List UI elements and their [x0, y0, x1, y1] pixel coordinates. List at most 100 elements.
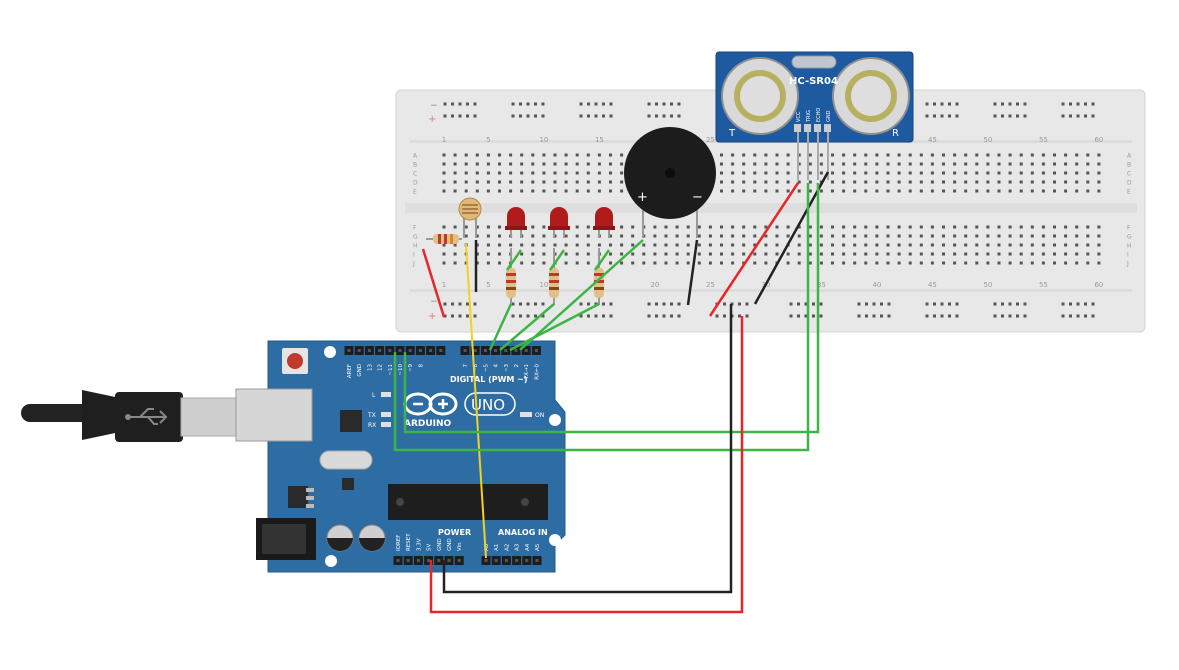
rail-hole[interactable] [670, 102, 673, 106]
rail-hole[interactable] [541, 102, 545, 106]
breadboard-hole[interactable] [509, 189, 513, 193]
rail-hole[interactable] [647, 102, 651, 106]
breadboard-hole[interactable] [1086, 243, 1090, 247]
rail-hole[interactable] [925, 102, 929, 106]
breadboard-hole[interactable] [930, 189, 934, 193]
rail-hole[interactable] [857, 302, 861, 306]
rail-hole[interactable] [587, 302, 590, 306]
breadboard-hole[interactable] [697, 252, 701, 256]
rail-hole[interactable] [812, 314, 815, 318]
breadboard-hole[interactable] [498, 162, 501, 166]
breadboard-hole[interactable] [531, 225, 535, 229]
breadboard-hole[interactable] [831, 252, 834, 256]
wire-yellow-a0[interactable] [465, 243, 487, 559]
rail-hole[interactable] [1076, 102, 1080, 106]
breadboard-hole[interactable] [1041, 252, 1045, 256]
breadboard-hole[interactable] [586, 180, 590, 184]
rail-hole[interactable] [1084, 102, 1087, 106]
breadboard-hole[interactable] [453, 225, 457, 229]
breadboard-hole[interactable] [1019, 162, 1023, 166]
rail-hole[interactable] [594, 102, 598, 106]
breadboard-hole[interactable] [509, 243, 513, 247]
breadboard-hole[interactable] [609, 234, 612, 238]
breadboard-hole[interactable] [664, 252, 668, 256]
breadboard-hole[interactable] [620, 243, 624, 247]
rail-hole[interactable] [526, 114, 530, 118]
rail-hole[interactable] [534, 314, 537, 318]
rail-hole[interactable] [466, 114, 469, 118]
rail-hole[interactable] [1091, 302, 1095, 306]
breadboard-hole[interactable] [986, 261, 990, 265]
breadboard-hole[interactable] [986, 252, 990, 256]
breadboard-hole[interactable] [542, 189, 546, 193]
rail-hole[interactable] [526, 314, 530, 318]
breadboard-hole[interactable] [797, 180, 801, 184]
breadboard-hole[interactable] [1041, 261, 1045, 265]
breadboard-hole[interactable] [464, 261, 468, 265]
breadboard-hole[interactable] [575, 162, 579, 166]
breadboard-hole[interactable] [875, 225, 879, 229]
breadboard-hole[interactable] [486, 252, 490, 256]
breadboard-hole[interactable] [842, 180, 846, 184]
ldr-resistor[interactable] [426, 234, 462, 244]
led-3[interactable] [593, 207, 615, 238]
breadboard-hole[interactable] [542, 153, 546, 157]
rail-hole[interactable] [993, 114, 997, 118]
rail-hole[interactable] [993, 302, 997, 306]
breadboard-hole[interactable] [897, 180, 901, 184]
breadboard-hole[interactable] [620, 162, 624, 166]
wire-green-echo[interactable] [403, 183, 820, 434]
usb-cable[interactable] [21, 390, 240, 442]
breadboard-hole[interactable] [486, 225, 490, 229]
breadboard-hole[interactable] [553, 171, 557, 175]
rail-hole[interactable] [955, 314, 959, 318]
breadboard-hole[interactable] [808, 252, 812, 256]
breadboard-hole[interactable] [475, 243, 479, 247]
breadboard-hole[interactable] [1053, 252, 1056, 256]
wire-green-led3[interactable] [509, 302, 600, 352]
breadboard-hole[interactable] [531, 189, 535, 193]
breadboard-hole[interactable] [853, 261, 857, 265]
breadboard-hole[interactable] [764, 162, 768, 166]
breadboard-hole[interactable] [953, 171, 957, 175]
breadboard-hole[interactable] [1075, 180, 1079, 184]
breadboard-hole[interactable] [675, 261, 679, 265]
hc-sr04-sensor[interactable]: HC-SR04 T R VCC TRIG ECHO GND [715, 51, 914, 180]
breadboard-hole[interactable] [875, 234, 879, 238]
breadboard-hole[interactable] [1086, 171, 1090, 175]
breadboard-hole[interactable] [753, 153, 757, 157]
breadboard-hole[interactable] [831, 171, 834, 175]
breadboard-hole[interactable] [1053, 234, 1056, 238]
breadboard-hole[interactable] [864, 243, 868, 247]
breadboard-hole[interactable] [442, 171, 446, 175]
breadboard-hole[interactable] [953, 243, 957, 247]
breadboard-hole[interactable] [564, 171, 568, 175]
breadboard-hole[interactable] [775, 189, 779, 193]
breadboard-hole[interactable] [475, 252, 479, 256]
rail-hole[interactable] [1061, 102, 1065, 106]
breadboard-hole[interactable] [1064, 252, 1068, 256]
breadboard-hole[interactable] [853, 180, 857, 184]
rail-hole[interactable] [443, 302, 447, 306]
rail-hole[interactable] [579, 102, 583, 106]
breadboard-hole[interactable] [1030, 180, 1034, 184]
rail-hole[interactable] [948, 114, 951, 118]
breadboard-hole[interactable] [831, 225, 834, 229]
breadboard-hole[interactable] [531, 252, 535, 256]
breadboard-hole[interactable] [620, 225, 624, 229]
rail-hole[interactable] [1001, 302, 1004, 306]
breadboard-hole[interactable] [475, 162, 479, 166]
rail-hole[interactable] [872, 302, 876, 306]
breadboard-hole[interactable] [1041, 243, 1045, 247]
breadboard-hole[interactable] [953, 189, 957, 193]
rail-hole[interactable] [677, 314, 681, 318]
breadboard-hole[interactable] [930, 180, 934, 184]
breadboard-hole[interactable] [731, 234, 735, 238]
breadboard-hole[interactable] [720, 243, 723, 247]
breadboard-hole[interactable] [586, 243, 590, 247]
breadboard-hole[interactable] [775, 243, 779, 247]
rail-hole[interactable] [1016, 302, 1019, 306]
breadboard-hole[interactable] [930, 252, 934, 256]
breadboard-hole[interactable] [975, 261, 979, 265]
rail-hole[interactable] [466, 302, 469, 306]
